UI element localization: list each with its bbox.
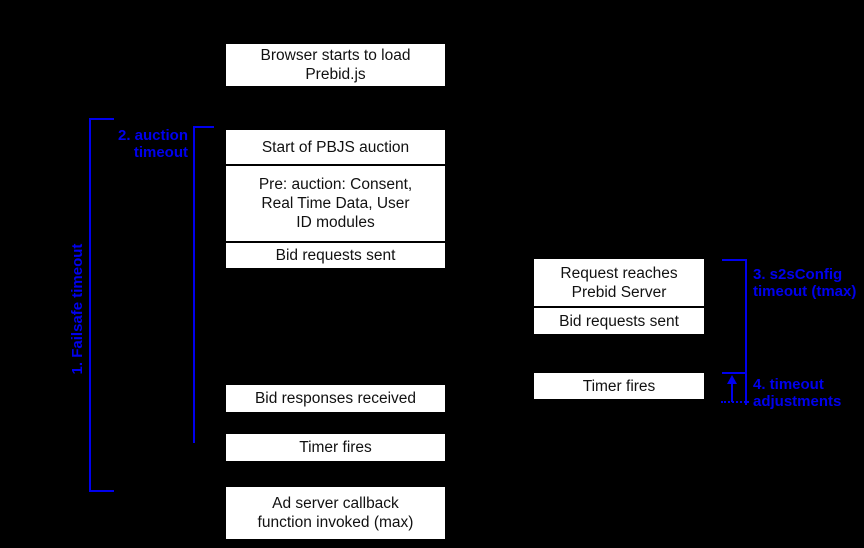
box-start-pbjs-auction: Start of PBJS auction [226,130,445,164]
box-pre-auction-modules: Pre: auction: Consent, Real Time Data, U… [226,166,445,241]
s2s-timeout-label: 3. s2sConfig timeout (tmax) [753,266,857,300]
auction-timeout-bracket-line [193,126,195,443]
box-request-reaches-prebid-server: Request reaches Prebid Server [534,259,704,306]
failsafe-timeout-bracket-bottom-tick [89,490,114,492]
failsafe-timeout-bracket-line [89,118,91,492]
failsafe-timeout-bracket-top-tick [89,118,114,120]
timeout-adjustment-arrow-shaft [731,383,733,402]
s2s-timeout-bracket-top-tick [722,259,747,261]
failsafe-timeout-label: 1. Failsafe timeout [69,243,86,375]
box-server-bid-requests-sent: Bid requests sent [534,308,704,334]
box-timer-fires-server: Timer fires [534,373,704,399]
box-bid-requests-sent: Bid requests sent [226,243,445,268]
auction-timeout-bracket-top-tick [193,126,214,128]
s2s-timeout-bracket-line [745,259,747,405]
up-arrow-icon [727,375,737,384]
auction-timeout-label: 2. auction timeout [117,127,188,161]
box-timer-fires-client: Timer fires [226,434,445,461]
timeout-adjustment-dotted-line [721,401,749,403]
timeout-adjustments-label: 4. timeout adjustments [753,376,842,410]
box-ad-server-callback: Ad server callback function invoked (max… [226,487,445,539]
s2s-timeout-bracket-mid-tick [722,372,747,374]
box-bid-responses-received: Bid responses received [226,385,445,412]
box-browser-starts-load: Browser starts to load Prebid.js [226,44,445,86]
